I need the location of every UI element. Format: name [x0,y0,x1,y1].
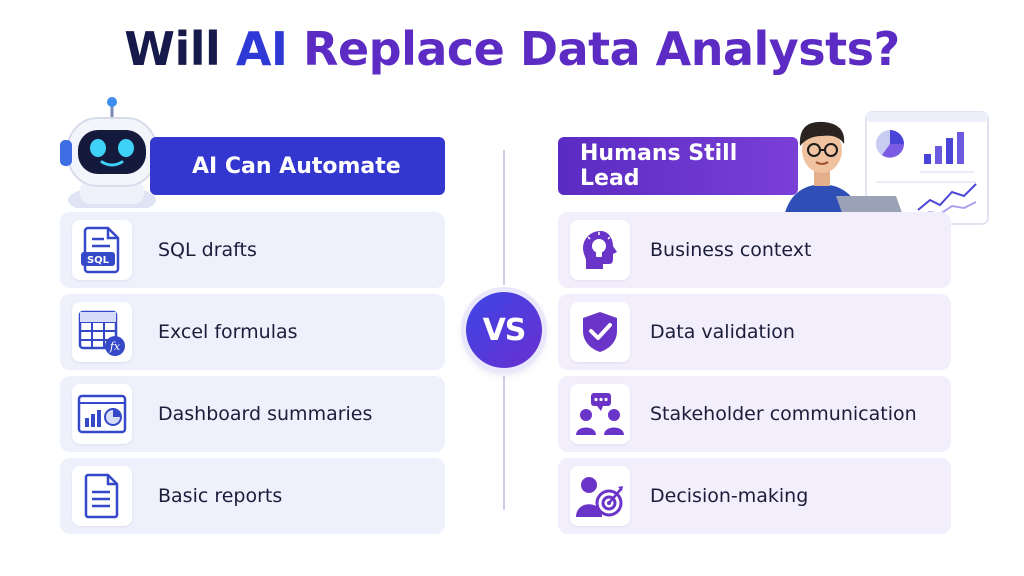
vs-text: VS [482,312,527,348]
item-label-basic-reports: Basic reports [158,485,283,507]
title-part-will: Will [124,22,236,76]
list-item: Decision-making [558,458,951,534]
page-title: Will AI Replace Data Analysts? [0,22,1024,76]
list-item: Data validation [558,294,951,370]
title-part-rest: Replace Data Analysts? [287,22,900,76]
shield-check-icon [570,302,630,362]
list-item: fx Excel formulas [60,294,445,370]
item-label-business-context: Business context [650,239,812,261]
list-item: Stakeholder communication [558,376,951,452]
dashboard-chart-icon [72,384,132,444]
item-label-dashboard-summaries: Dashboard summaries [158,403,373,425]
sql-file-icon: SQL [72,220,132,280]
center-divider-bottom [503,376,505,510]
item-label-stakeholder-communication: Stakeholder communication [650,403,917,425]
item-label-decision-making: Decision-making [650,485,809,507]
list-item: Basic reports [60,458,445,534]
item-label-sql-drafts: SQL drafts [158,239,257,261]
list-item: Business context [558,212,951,288]
people-chat-icon [570,384,630,444]
spreadsheet-formula-icon: fx [72,302,132,362]
sql-icon-label: SQL [87,255,110,266]
center-divider-top [503,150,505,285]
ai-can-automate-heading-text: AI Can Automate [192,153,401,179]
humans-still-lead-heading: Humans Still Lead [558,137,798,195]
list-item: Dashboard summaries [60,376,445,452]
item-label-data-validation: Data validation [650,321,795,343]
ai-can-automate-heading: AI Can Automate [150,137,445,195]
title-part-ai: AI [235,22,288,76]
fx-icon-label: fx [109,340,121,353]
item-label-excel-formulas: Excel formulas [158,321,298,343]
report-document-icon [72,466,132,526]
person-target-icon [570,466,630,526]
humans-still-lead-heading-text: Humans Still Lead [580,141,738,191]
head-lightbulb-icon [570,220,630,280]
vs-badge: VS [466,292,542,368]
list-item: SQL SQL drafts [60,212,445,288]
